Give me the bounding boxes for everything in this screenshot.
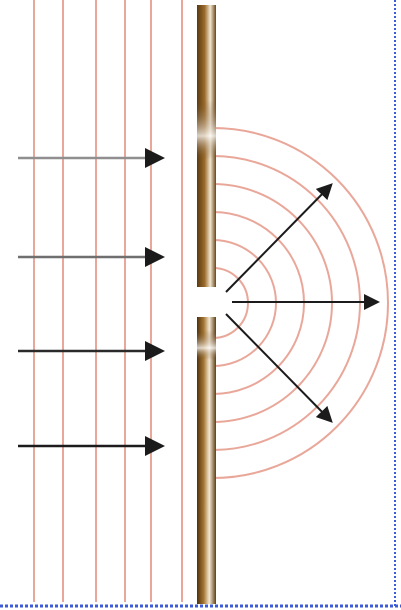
slit-opening: [196, 287, 218, 317]
barrier-bottom-shine: [197, 330, 216, 360]
barrier-bottom: [197, 317, 216, 604]
barrier-top: [197, 5, 216, 287]
barrier-top-shine: [197, 100, 216, 160]
barrier-bottom-body: [197, 317, 216, 604]
